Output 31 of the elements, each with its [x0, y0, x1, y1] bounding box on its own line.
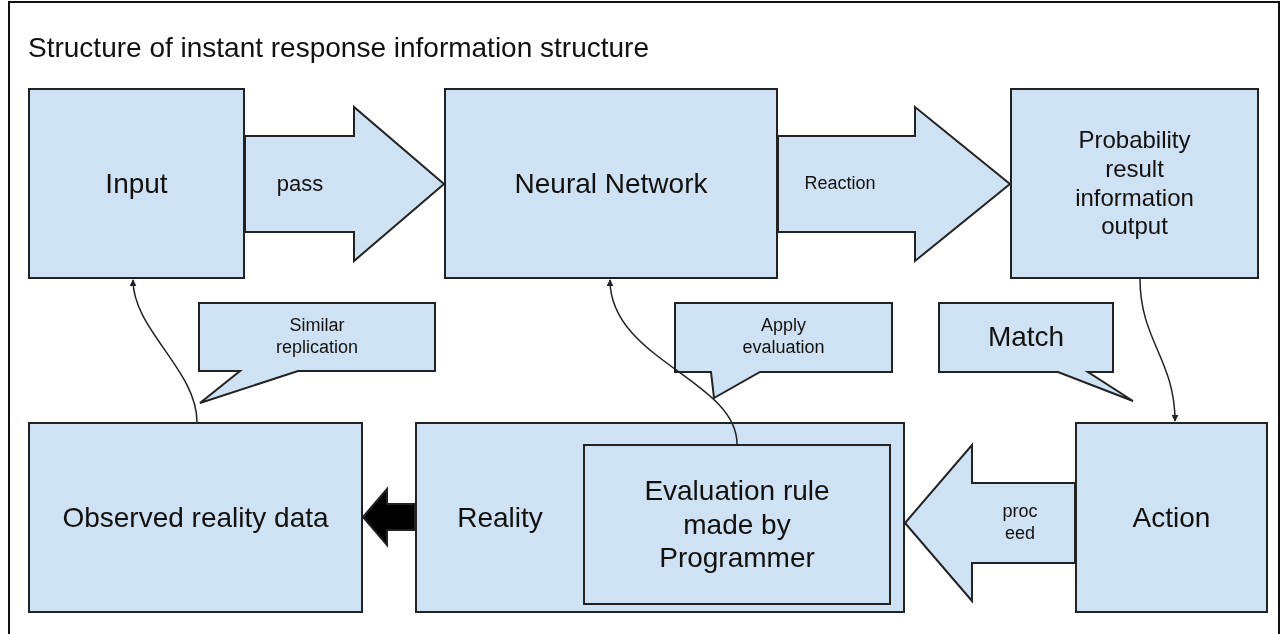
node-label: Similar replication [274, 314, 359, 359]
node-label: Match [987, 320, 1065, 354]
speech-callout [674, 302, 893, 399]
process-box [1075, 422, 1268, 613]
node-label: Evaluation rule made by Programmer [643, 474, 831, 575]
node-label: Apply evaluation [741, 315, 826, 359]
diagram-title: Structure of instant response information structure [28, 32, 649, 64]
node-label: Neural Network [514, 166, 708, 201]
arrow [130, 279, 198, 423]
edge-label: Reaction [804, 173, 876, 195]
node-label: Probability result information output [1074, 125, 1195, 242]
process-box [444, 88, 778, 279]
block-arrow [361, 486, 416, 548]
edge-label: pass [276, 170, 324, 198]
process-box [583, 444, 891, 605]
node-label: Reality [457, 500, 543, 535]
process-box [28, 422, 363, 613]
node-label: Observed reality data [62, 500, 329, 535]
block-arrow [777, 104, 1012, 264]
speech-callout [938, 302, 1134, 402]
speech-callout [198, 302, 436, 404]
arrow [607, 279, 738, 445]
node-label: Action [1132, 500, 1211, 535]
node-label: Input [105, 166, 168, 201]
block-arrow [903, 442, 1076, 604]
process-box [415, 422, 905, 613]
arrow [1139, 278, 1179, 422]
process-box [28, 88, 245, 279]
block-arrow [244, 104, 446, 264]
edge-label: proc eed [1001, 501, 1039, 545]
process-box [1010, 88, 1259, 279]
